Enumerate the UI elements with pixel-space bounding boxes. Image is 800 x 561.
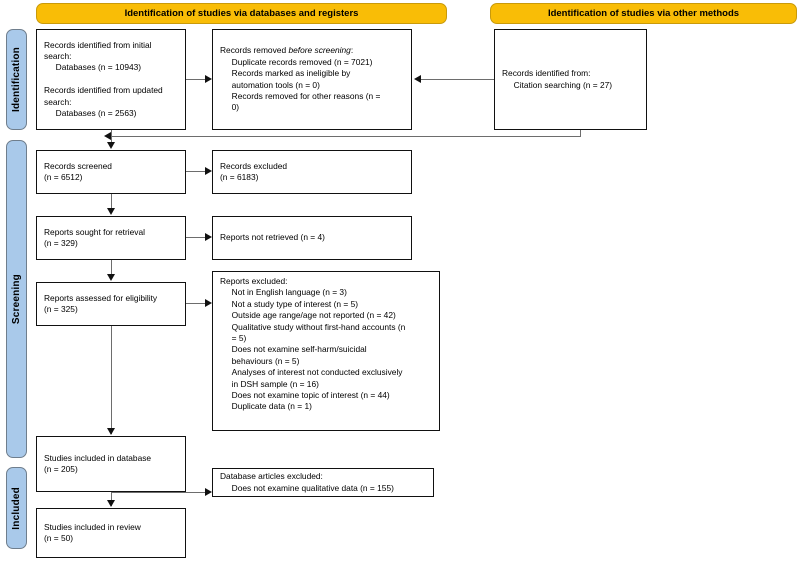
box-records-removed-text: Records removed before screening: Duplic… <box>220 45 404 113</box>
connector-assessed-down <box>111 326 112 434</box>
header-other-methods: Identification of studies via other meth… <box>490 3 797 24</box>
connector-sought-to-not-retrieved <box>186 237 205 238</box>
header-other-label: Identification of studies via other meth… <box>547 8 740 19</box>
arrow-other-methods-into-column <box>104 132 111 140</box>
stage-bar-screening: Screening <box>6 140 27 458</box>
stage-bar-identification: Identification <box>6 29 27 130</box>
box-records-other-methods-text: Records identified from: Citation search… <box>502 68 613 90</box>
arrow-other-methods-to-removed <box>414 75 421 83</box>
box-reports-sought: Reports sought for retrieval (n = 329) <box>36 216 186 260</box>
box-reports-excluded: Reports excluded: Not in English languag… <box>212 271 440 431</box>
box-records-removed-before-screening: Records removed before screening: Duplic… <box>212 29 412 130</box>
connector-screened-down <box>111 194 112 212</box>
box-database-articles-excluded: Database articles excluded: Does not exa… <box>212 468 434 497</box>
arrow-into-reports-assessed <box>107 274 115 281</box>
connector-other-methods-down <box>580 130 581 137</box>
box-reports-not-retrieved: Reports not retrieved (n = 4) <box>212 216 412 260</box>
box-reports-assessed: Reports assessed for eligibility (n = 32… <box>36 282 186 326</box>
connector-other-methods-left <box>111 136 581 137</box>
arrow-database-to-excluded <box>205 488 212 496</box>
arrow-identified-to-removed <box>205 75 212 83</box>
header-databases-label: Identification of studies via databases … <box>124 8 359 19</box>
arrow-assessed-to-excluded <box>205 299 212 307</box>
connector-database-down <box>111 492 112 506</box>
box-reports-sought-text: Reports sought for retrieval (n = 329) <box>44 226 146 248</box>
box-studies-included-review: Studies included in review (n = 50) <box>36 508 186 558</box>
records-removed-head: Records removed <box>220 45 289 56</box>
box-studies-included-database-text: Studies included in database (n = 205) <box>44 452 152 474</box>
arrow-into-records-screened <box>107 142 115 149</box>
stage-label-screening: Screening <box>11 273 22 325</box>
arrow-into-reports-sought <box>107 208 115 215</box>
arrow-sought-to-not-retrieved <box>205 233 212 241</box>
box-records-identified-text: Records identified from initial search: … <box>44 39 163 119</box>
box-records-excluded: Records excluded (n = 6183) <box>212 150 412 194</box>
connector-identified-to-removed <box>186 79 205 80</box>
box-records-identified: Records identified from initial search: … <box>36 29 186 130</box>
stage-label-identification: Identification <box>11 46 22 113</box>
box-reports-assessed-text: Reports assessed for eligibility (n = 32… <box>44 292 158 314</box>
connector-identified-down <box>111 130 112 144</box>
records-removed-tail: : Duplicate records removed (n = 7021) R… <box>231 45 381 113</box>
arrow-screened-to-excluded <box>205 167 212 175</box>
header-databases-registers: Identification of studies via databases … <box>36 3 447 24</box>
connector-other-methods-to-removed <box>421 79 494 80</box>
connector-sought-down <box>111 260 112 278</box>
box-records-excluded-text: Records excluded (n = 6183) <box>220 160 288 182</box>
box-records-screened: Records screened (n = 6512) <box>36 150 186 194</box>
arrow-into-studies-review <box>107 500 115 507</box>
arrow-into-studies-database <box>107 428 115 435</box>
box-records-screened-text: Records screened (n = 6512) <box>44 160 112 182</box>
box-records-identified-other-methods: Records identified from: Citation search… <box>494 29 647 130</box>
connector-screened-to-excluded <box>186 171 205 172</box>
connector-database-to-excluded <box>111 492 205 493</box>
box-reports-not-retrieved-text: Reports not retrieved (n = 4) <box>220 232 325 243</box>
box-reports-excluded-text: Reports excluded: Not in English languag… <box>220 276 406 412</box>
stage-bar-included: Included <box>6 467 27 549</box>
connector-assessed-to-excluded <box>186 303 205 304</box>
box-database-articles-excluded-text: Database articles excluded: Does not exa… <box>220 471 394 493</box>
records-removed-emphasis: before screening <box>288 45 351 56</box>
stage-label-included: Included <box>11 486 22 530</box>
box-studies-included-database: Studies included in database (n = 205) <box>36 436 186 492</box>
box-studies-included-review-text: Studies included in review (n = 50) <box>44 521 141 543</box>
